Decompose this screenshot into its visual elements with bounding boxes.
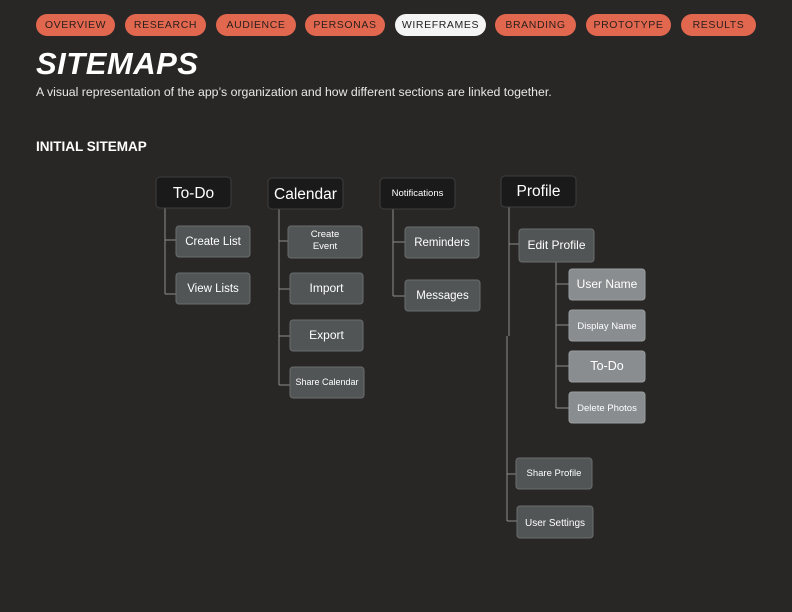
- node-delete-photos: Delete Photos: [568, 391, 646, 424]
- sitemap-heading: INITIAL SITEMAP: [36, 139, 147, 154]
- node-share-calendar: Share Calendar: [289, 366, 365, 399]
- tab-results[interactable]: RESULTS: [681, 14, 756, 36]
- node-create-list-label: Create List: [185, 236, 241, 248]
- node-view-lists-label: View Lists: [187, 283, 239, 295]
- tab-wireframes[interactable]: WIREFRAMES: [395, 14, 486, 36]
- tab-research[interactable]: RESEARCH: [125, 14, 206, 36]
- node-profile-label: Profile: [517, 183, 561, 200]
- node-profile: Profile: [500, 175, 577, 208]
- node-create-list: Create List: [175, 225, 251, 258]
- page-subtitle: A visual representation of the app’s org…: [36, 85, 552, 99]
- node-profile-todo: To-Do: [568, 350, 646, 383]
- node-messages: Messages: [404, 279, 481, 312]
- node-export: Export: [289, 319, 364, 352]
- node-profile-todo-label: To-Do: [590, 359, 623, 373]
- node-view-lists: View Lists: [175, 272, 251, 305]
- node-share-calendar-label: Share Calendar: [295, 377, 358, 387]
- connector-lines: [164, 207, 569, 522]
- node-edit-profile: Edit Profile: [518, 228, 595, 263]
- node-reminders: Reminders: [404, 226, 480, 259]
- page-title: SITEMAPS: [36, 46, 199, 81]
- node-share-profile: Share Profile: [515, 457, 593, 490]
- node-calendar-label: Calendar: [274, 186, 337, 203]
- node-delete-photos-label: Delete Photos: [577, 403, 637, 414]
- node-display-name-label: Display Name: [577, 321, 636, 332]
- node-share-profile-label: Share Profile: [527, 468, 582, 479]
- node-import: Import: [289, 272, 364, 305]
- node-calendar: Calendar: [267, 177, 344, 210]
- node-import-label: Import: [309, 281, 344, 295]
- node-edit-profile-label: Edit Profile: [527, 238, 585, 252]
- node-user-settings: User Settings: [516, 505, 594, 539]
- node-todo-label: To-Do: [173, 185, 214, 202]
- tab-overview[interactable]: OVERVIEW: [36, 14, 115, 36]
- tab-branding[interactable]: BRANDING: [495, 14, 576, 36]
- node-todo: To-Do: [155, 176, 232, 209]
- tab-prototype[interactable]: PROTOTYPE: [586, 14, 671, 36]
- node-export-label: Export: [309, 328, 344, 342]
- node-user-name: User Name: [568, 268, 646, 301]
- node-user-settings-label: User Settings: [525, 518, 585, 529]
- node-messages-label: Messages: [416, 290, 469, 302]
- tab-audience[interactable]: AUDIENCE: [216, 14, 296, 36]
- node-notifications: Notifications: [379, 177, 456, 210]
- node-notifications-label: Notifications: [392, 188, 444, 199]
- tab-personas[interactable]: PERSONAS: [305, 14, 385, 36]
- node-display-name: Display Name: [568, 309, 646, 342]
- node-reminders-label: Reminders: [414, 237, 470, 249]
- node-user-name-label: User Name: [577, 277, 638, 291]
